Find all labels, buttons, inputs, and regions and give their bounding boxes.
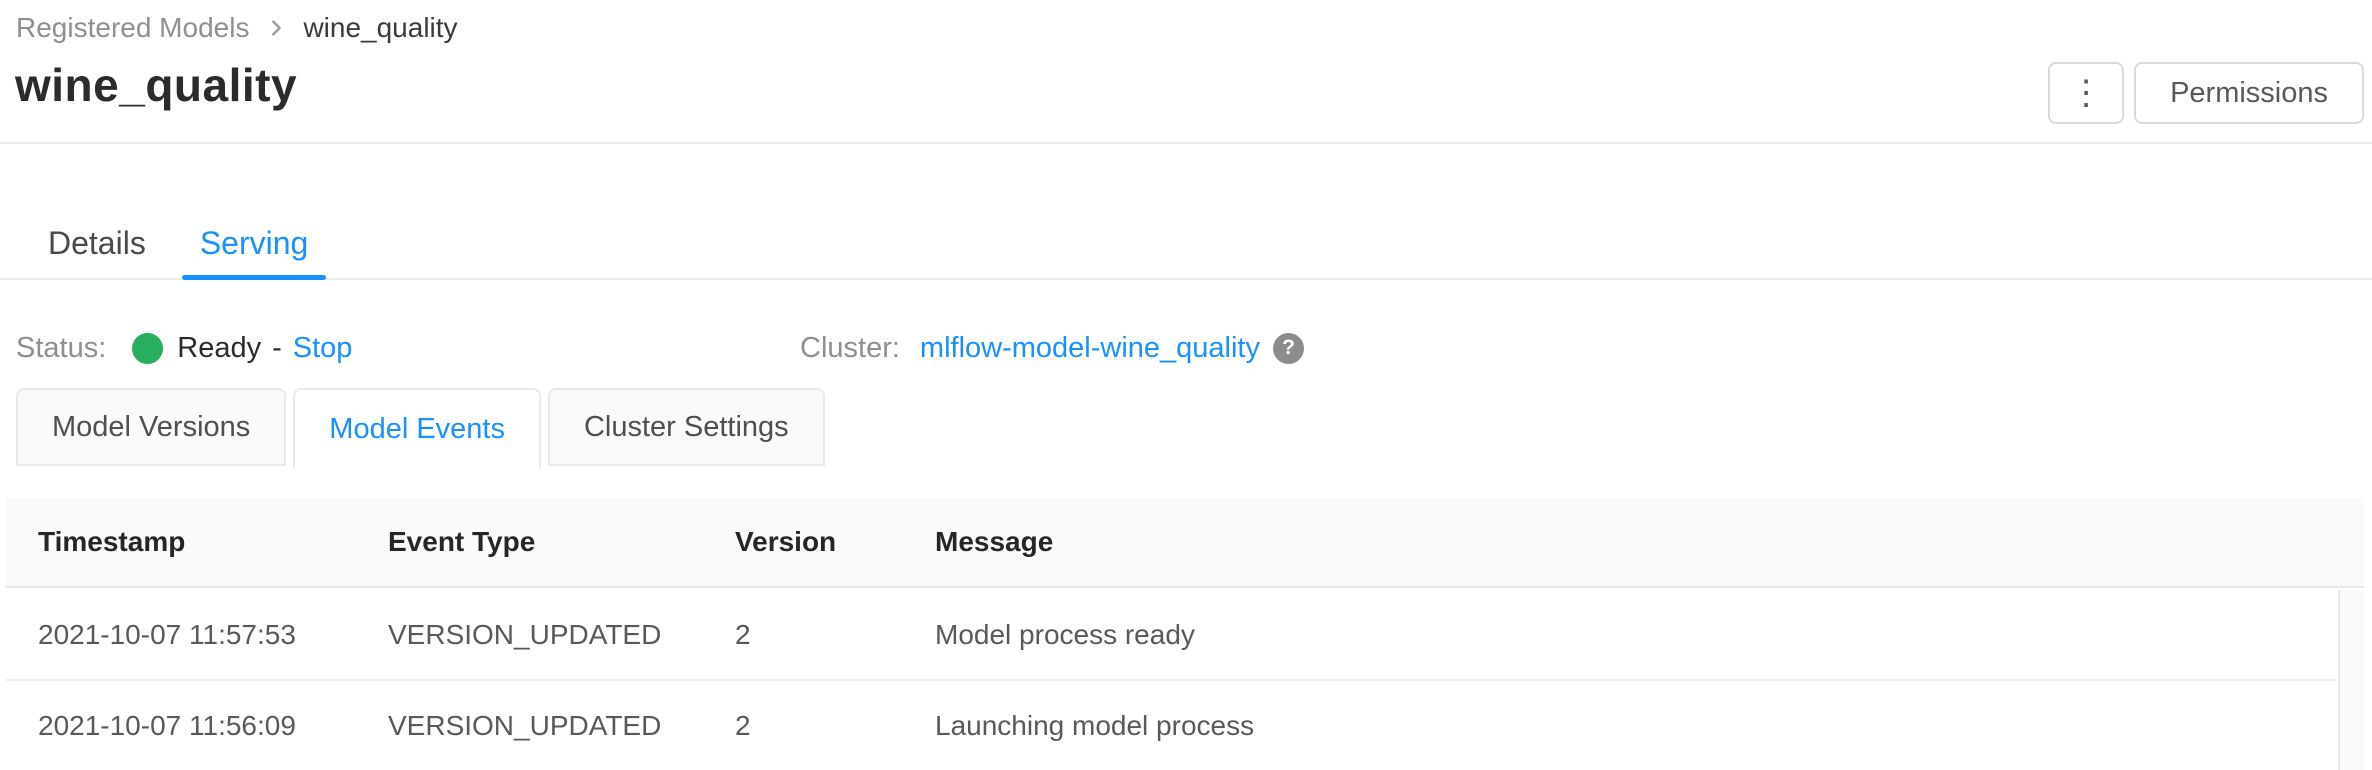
cell-timestamp: 2021-10-07 11:56:09 (38, 709, 296, 741)
active-tab-ink-bar (181, 275, 327, 280)
model-events-table: Timestamp Event Type Version Message 202… (6, 498, 2364, 770)
cell-message: Model process ready (935, 618, 1195, 650)
cell-event-type: VERSION_UPDATED (388, 709, 662, 741)
help-icon[interactable]: ? (1273, 332, 1304, 364)
status-label: Status: (16, 331, 107, 364)
column-header-message: Message (935, 526, 1054, 557)
column-header-event-type: Event Type (388, 526, 536, 557)
serving-sub-tab-bar: Model Versions Model Events Cluster Sett… (16, 388, 832, 470)
tab-serving[interactable]: Serving (181, 208, 327, 280)
permissions-button[interactable]: Permissions (2134, 62, 2364, 124)
kebab-icon: ⋮ (2069, 74, 2104, 112)
column-header-version: Version (735, 526, 837, 557)
cell-version: 2 (735, 709, 751, 741)
title-divider (0, 142, 2372, 144)
tab-details-label: Details (48, 224, 146, 261)
tab-details[interactable]: Details (30, 208, 164, 278)
more-actions-button[interactable]: ⋮ (2048, 62, 2125, 124)
stop-serving-link[interactable]: Stop (292, 331, 353, 364)
cluster-link[interactable]: mlflow-model-wine_quality (919, 331, 1260, 364)
status-value: Ready (177, 331, 262, 364)
tab-model-events-label: Model Events (329, 412, 505, 445)
cell-event-type: VERSION_UPDATED (388, 618, 662, 650)
table-row: 2021-10-07 11:57:53 VERSION_UPDATED 2 Mo… (6, 590, 2336, 681)
cell-message: Launching model process (935, 709, 1255, 741)
breadcrumb-current-item: wine_quality (303, 12, 458, 43)
status-separator: - (272, 331, 282, 364)
breadcrumb-registered-models-link[interactable]: Registered Models (16, 12, 250, 43)
tab-serving-label: Serving (199, 224, 309, 261)
table-scrollbar-gutter[interactable] (2338, 590, 2364, 770)
tab-model-events[interactable]: Model Events (293, 388, 541, 470)
cell-timestamp: 2021-10-07 11:57:53 (38, 618, 296, 650)
breadcrumb: Registered Models wine_quality (16, 12, 458, 44)
column-header-timestamp: Timestamp (38, 526, 186, 557)
table-row: 2021-10-07 11:56:09 VERSION_UPDATED 2 La… (6, 681, 2336, 770)
cluster-info: Cluster: mlflow-model-wine_quality ? (800, 330, 1304, 366)
tab-cluster-settings-label: Cluster Settings (583, 410, 789, 443)
page-title: wine_quality (15, 59, 298, 111)
table-header-row: Timestamp Event Type Version Message (6, 498, 2364, 588)
status-ready-dot (132, 332, 164, 364)
tab-model-versions-label: Model Versions (52, 410, 251, 443)
serving-status-row: Status: Ready - Stop Cluster: mlflow-mod… (16, 330, 2372, 366)
header-actions: ⋮ Permissions (2048, 62, 2364, 124)
table-body: 2021-10-07 11:57:53 VERSION_UPDATED 2 Mo… (6, 590, 2364, 770)
cell-version: 2 (735, 618, 751, 650)
breadcrumb-chevron-icon (265, 17, 287, 39)
tab-model-versions[interactable]: Model Versions (16, 388, 287, 466)
main-tab-bar: Details Serving (0, 208, 2372, 280)
tab-cluster-settings[interactable]: Cluster Settings (547, 388, 825, 466)
cluster-label: Cluster: (800, 331, 900, 364)
